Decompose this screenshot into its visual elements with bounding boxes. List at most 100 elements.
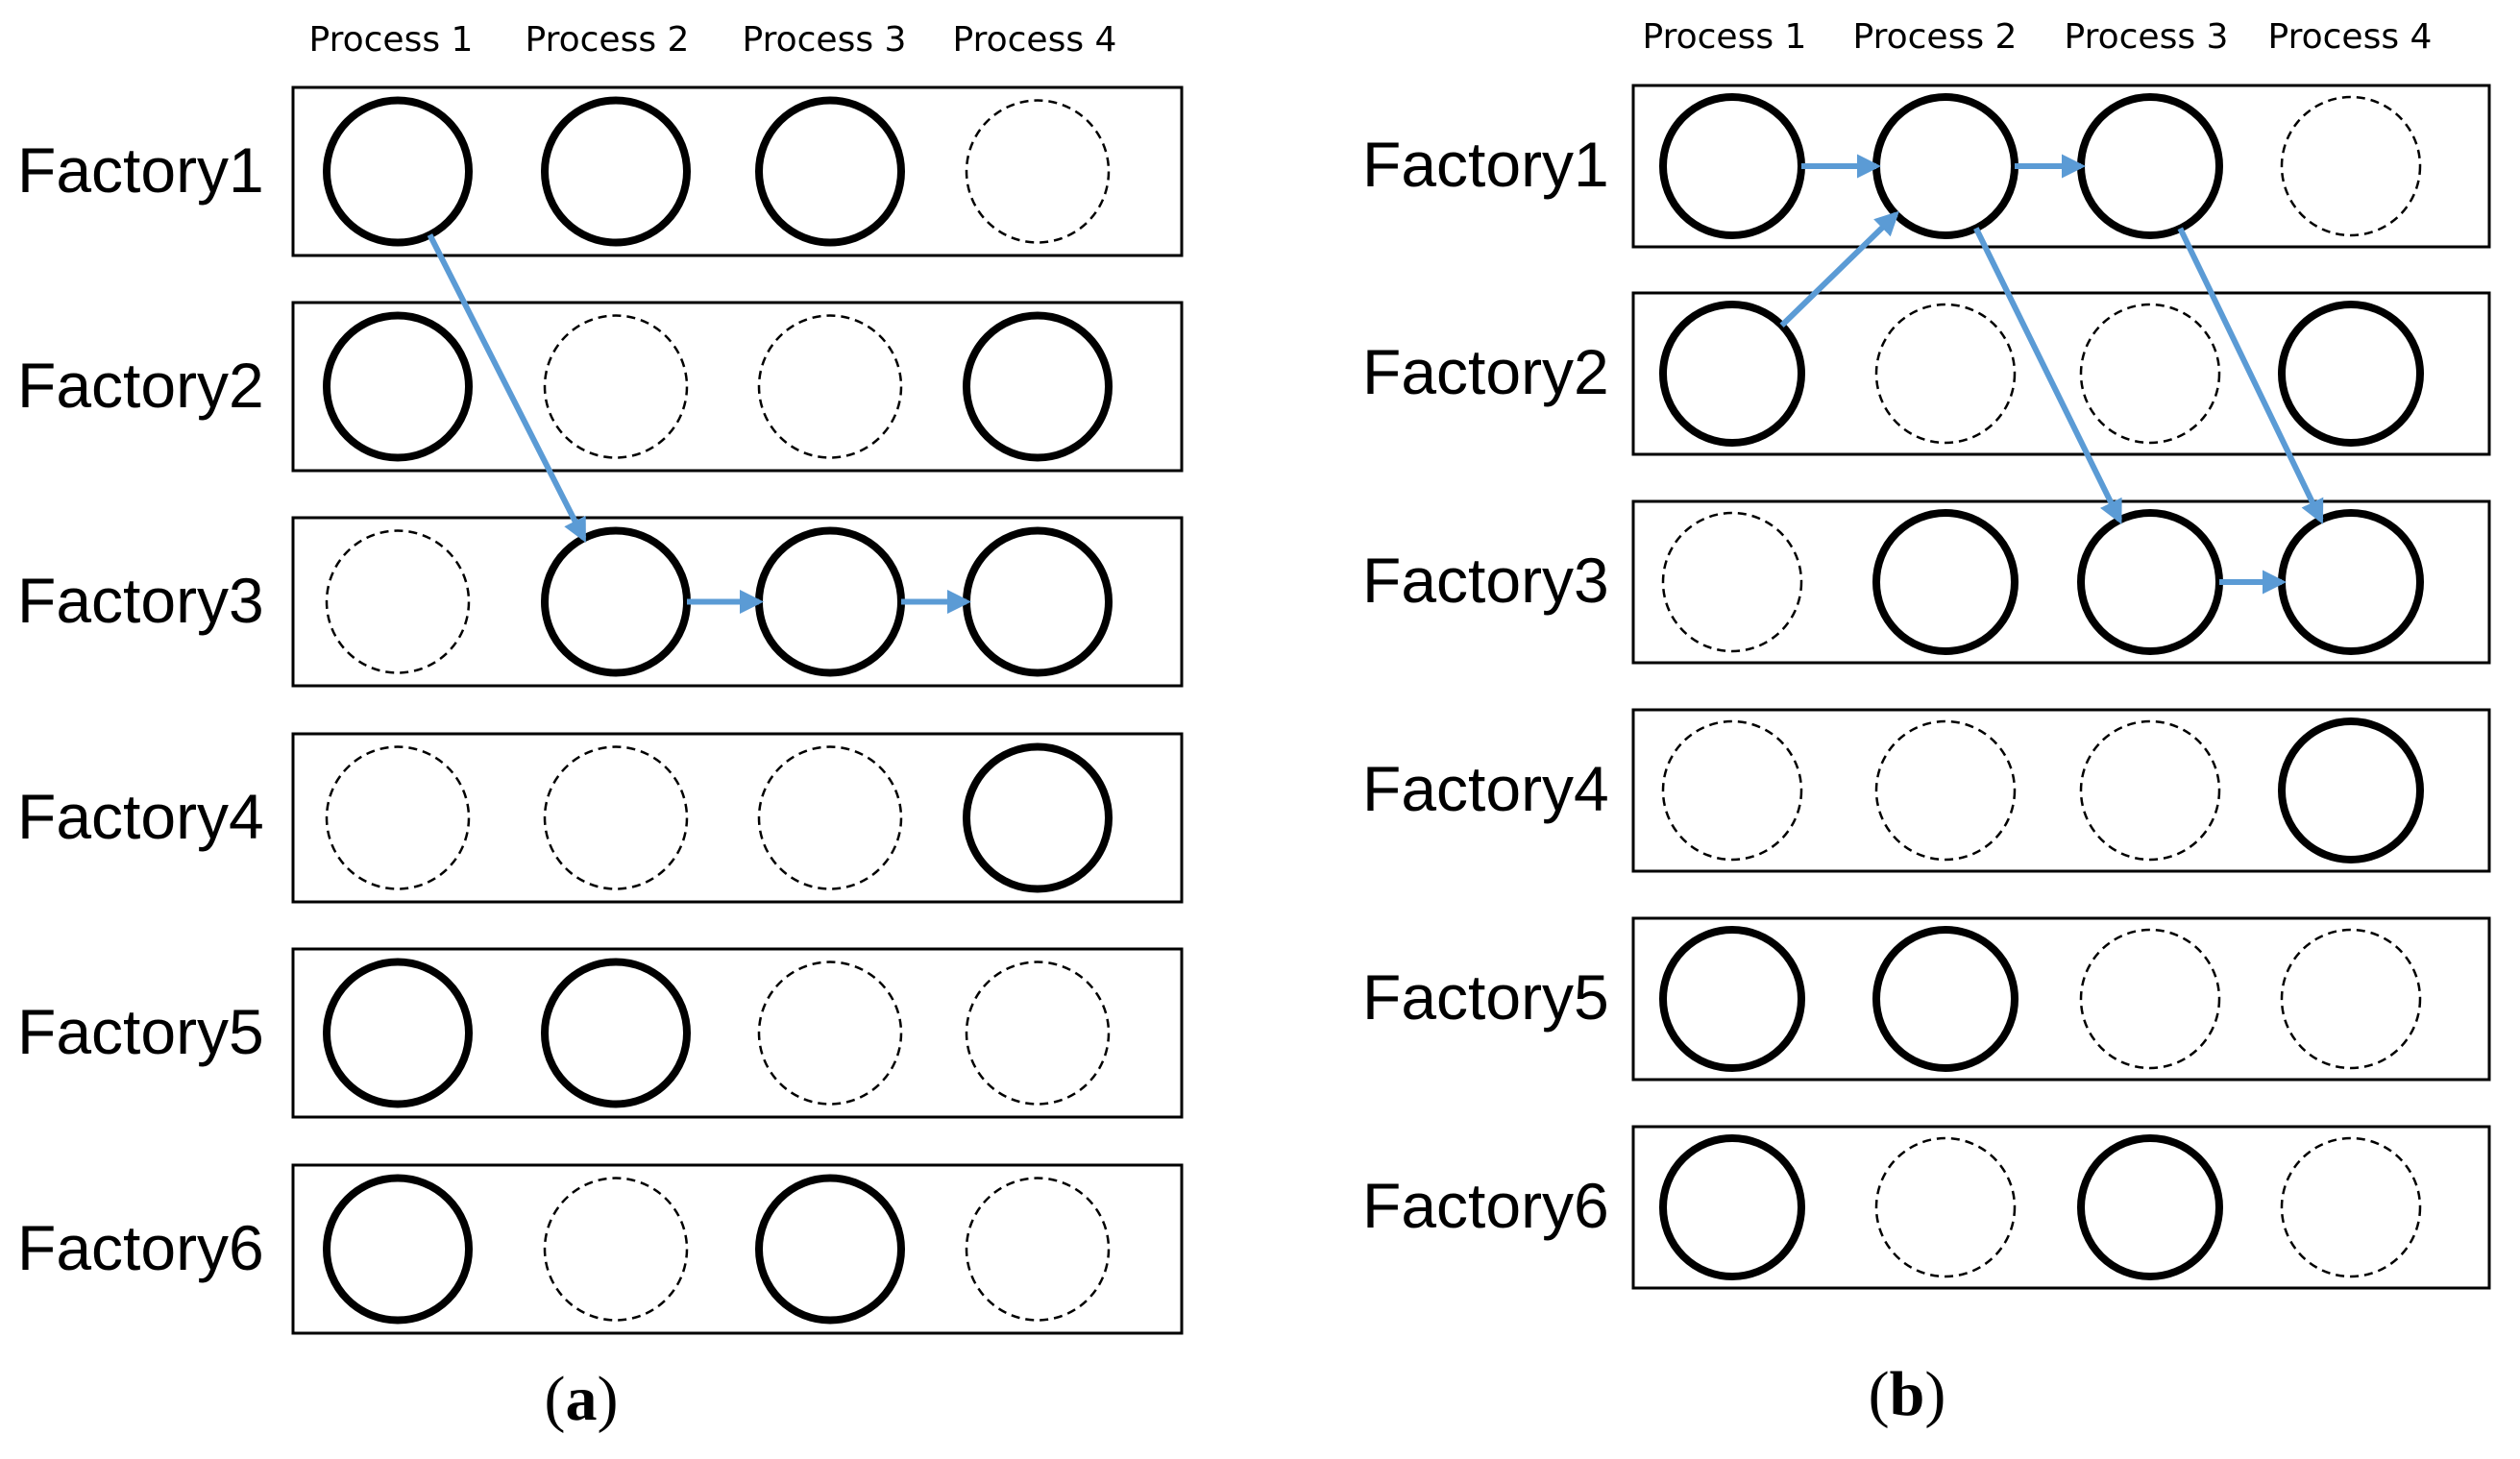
- inactive-process-node: [2079, 928, 2221, 1070]
- process-label-1: Process 1: [309, 20, 474, 60]
- factory-box: [291, 85, 1184, 257]
- active-process-node: [755, 96, 905, 247]
- caption-letter: b: [1890, 1359, 1925, 1429]
- active-process-node: [963, 311, 1113, 462]
- active-process-node: [323, 311, 473, 462]
- inactive-process-node: [1874, 303, 2017, 445]
- inactive-process-node: [965, 961, 1111, 1106]
- factory-label: Factory4: [1362, 753, 1609, 824]
- active-process-node: [2077, 93, 2223, 239]
- factory-box: [291, 732, 1184, 904]
- inactive-process-node: [1874, 719, 2017, 862]
- active-process-node: [755, 1174, 905, 1325]
- active-process-node: [1659, 1134, 1805, 1280]
- inactive-process-node: [757, 745, 903, 890]
- caption-close-paren: ): [1924, 1359, 1945, 1429]
- inactive-process-node: [1874, 1136, 2017, 1278]
- flow-arrow: [2177, 227, 2324, 524]
- factory-box: [1631, 291, 2491, 456]
- factory-box: [291, 947, 1184, 1119]
- panel-caption: (b): [1869, 1359, 1946, 1429]
- factory-box: [1631, 84, 2491, 249]
- factory-label: Factory3: [1362, 545, 1609, 616]
- inactive-process-node: [325, 745, 471, 890]
- factory-box: [1631, 499, 2491, 665]
- active-process-node: [323, 1174, 473, 1325]
- active-process-node: [2077, 1134, 2223, 1280]
- process-label-3: Process 3: [743, 20, 907, 60]
- inactive-process-node: [1661, 511, 1803, 653]
- inactive-process-node: [543, 745, 689, 890]
- active-process-node: [541, 958, 691, 1108]
- active-process-node: [1659, 93, 1805, 239]
- factory-label: Factory6: [1362, 1170, 1609, 1241]
- factory-label: Factory1: [1362, 129, 1609, 200]
- factory-box: [291, 516, 1184, 688]
- factory-label: Factory2: [17, 350, 264, 421]
- caption-close-paren: ): [598, 1364, 619, 1434]
- inactive-process-node: [2280, 95, 2422, 237]
- process-label-2: Process 2: [526, 20, 690, 60]
- inactive-process-node: [1661, 719, 1803, 862]
- inactive-process-node: [2079, 303, 2221, 445]
- process-label-3: Process 3: [2065, 17, 2229, 57]
- factory-label: Factory6: [17, 1212, 264, 1283]
- factory-row-6: Factory6: [17, 1163, 1184, 1335]
- caption-letter: a: [566, 1364, 598, 1434]
- panel-caption: (a): [545, 1364, 619, 1434]
- active-process-node: [1872, 93, 2018, 239]
- active-process-node: [323, 958, 473, 1108]
- factory-box: [291, 301, 1184, 473]
- factory-row-5: Factory5: [1362, 916, 2491, 1082]
- inactive-process-node: [543, 314, 689, 459]
- factory-label: Factory2: [1362, 336, 1609, 407]
- active-process-node: [323, 96, 473, 247]
- inactive-process-node: [757, 961, 903, 1106]
- process-label-1: Process 1: [1643, 17, 1807, 57]
- active-process-node: [1659, 926, 1805, 1072]
- factory-label: Factory4: [17, 781, 264, 852]
- factory-label: Factory5: [1362, 961, 1609, 1033]
- process-label-4: Process 4: [2268, 17, 2433, 57]
- inactive-process-node: [2079, 719, 2221, 862]
- factory-label: Factory1: [17, 134, 264, 206]
- active-process-node: [963, 742, 1113, 893]
- factory-row-5: Factory5: [17, 947, 1184, 1119]
- inactive-process-node: [965, 99, 1111, 244]
- active-process-node: [541, 96, 691, 247]
- active-process-node: [2278, 301, 2424, 447]
- active-process-node: [541, 526, 691, 677]
- flow-arrows: [1779, 154, 2324, 595]
- factory-box: [1631, 916, 2491, 1082]
- inactive-process-node: [325, 529, 471, 674]
- factory-row-2: Factory2: [1362, 291, 2491, 456]
- factory-box: [291, 1163, 1184, 1335]
- factory-row-3: Factory3: [17, 516, 1184, 688]
- flow-arrow: [1779, 210, 1900, 328]
- inactive-process-node: [2280, 1136, 2422, 1278]
- flow-arrow: [427, 233, 587, 543]
- factory-label: Factory5: [17, 996, 264, 1067]
- active-process-node: [2278, 509, 2424, 655]
- inactive-process-node: [2280, 928, 2422, 1070]
- panel-a: Process 1 Process 2 Process 3 Process 4 Fact…: [17, 20, 1184, 1434]
- flow-arrow: [1973, 227, 2122, 524]
- active-process-node: [755, 526, 905, 677]
- active-process-node: [1872, 509, 2018, 655]
- factory-box: [1631, 1125, 2491, 1290]
- active-process-node: [1872, 926, 2018, 1072]
- factory-label: Factory3: [17, 565, 264, 636]
- factory-row-4: Factory4: [17, 732, 1184, 904]
- factory-row-1: Factory1: [1362, 84, 2491, 249]
- active-process-node: [963, 526, 1113, 677]
- flow-arrows: [427, 233, 972, 615]
- factory-row-3: Factory3: [1362, 499, 2491, 665]
- caption-open-paren: (: [545, 1364, 566, 1434]
- active-process-node: [2077, 509, 2223, 655]
- factory-row-4: Factory4: [1362, 708, 2491, 873]
- process-label-4: Process 4: [953, 20, 1117, 60]
- factory-row-2: Factory2: [17, 301, 1184, 473]
